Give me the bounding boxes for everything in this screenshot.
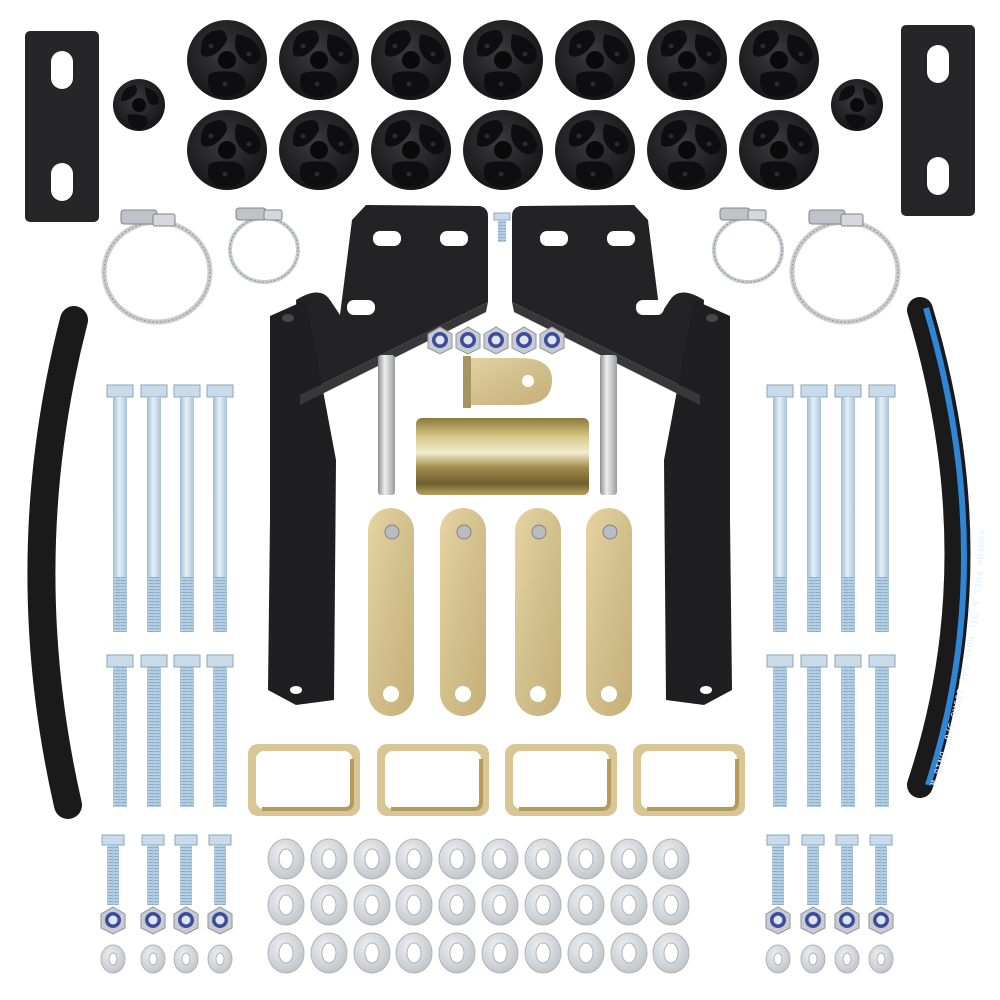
- rect-spacers: [248, 744, 745, 816]
- center-nylock-nuts: [427, 326, 565, 355]
- threaded-bolts-left: [106, 654, 234, 808]
- bracket-left: [268, 205, 488, 705]
- small-spacer-left: [113, 79, 165, 131]
- small-washers-left: [100, 944, 233, 974]
- short-bolts-left: [101, 834, 232, 906]
- flat-plate-right: [901, 25, 975, 216]
- pin-right: [600, 355, 617, 495]
- hose-clamp-large-right: [792, 210, 898, 322]
- small-bolt-center: [493, 212, 511, 242]
- zinc-sleeve: [416, 418, 589, 495]
- nylock-nuts-left: [100, 906, 233, 935]
- center-washers: [267, 838, 690, 974]
- pin-left: [378, 355, 395, 495]
- bracket-right: [512, 205, 732, 705]
- hose-clamp-small-left: [228, 206, 300, 284]
- small-spacer-right: [831, 79, 883, 131]
- zinc-tab: [463, 356, 552, 408]
- zinc-straps: [368, 508, 632, 716]
- hose-clamp-small-right: [712, 206, 784, 284]
- puck-spacers: [187, 20, 819, 190]
- flat-plate-left: [25, 31, 99, 222]
- long-bolts-right: [766, 384, 896, 633]
- nylock-nuts-right: [765, 906, 894, 935]
- short-bolts-right: [766, 834, 893, 906]
- threaded-bolts-right: [766, 654, 896, 808]
- hose-left: [27, 306, 88, 819]
- small-washers-right: [765, 944, 894, 974]
- long-bolts-left: [106, 384, 234, 633]
- hose-clamp-large-left: [104, 210, 210, 322]
